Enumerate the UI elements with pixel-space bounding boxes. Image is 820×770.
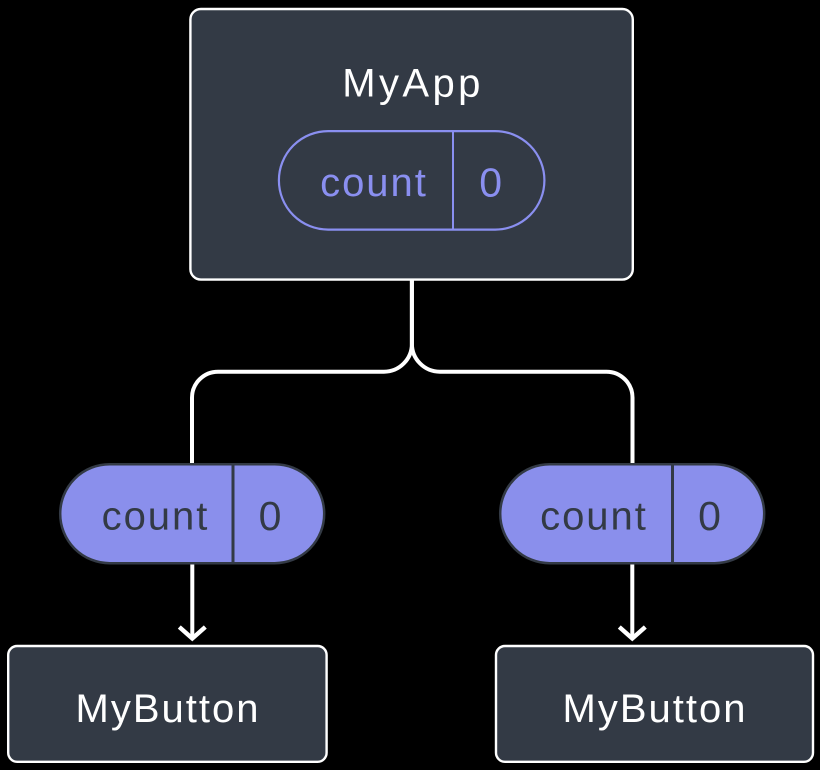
svg-text:MyButton: MyButton [76,687,261,731]
svg-text:count: count [540,495,648,539]
svg-text:count: count [320,161,428,205]
svg-text:MyApp: MyApp [342,62,484,106]
svg-text:MyButton: MyButton [563,687,748,731]
svg-text:0: 0 [259,493,282,539]
svg-text:0: 0 [479,160,502,206]
svg-text:count: count [102,495,210,539]
svg-text:0: 0 [698,493,721,539]
